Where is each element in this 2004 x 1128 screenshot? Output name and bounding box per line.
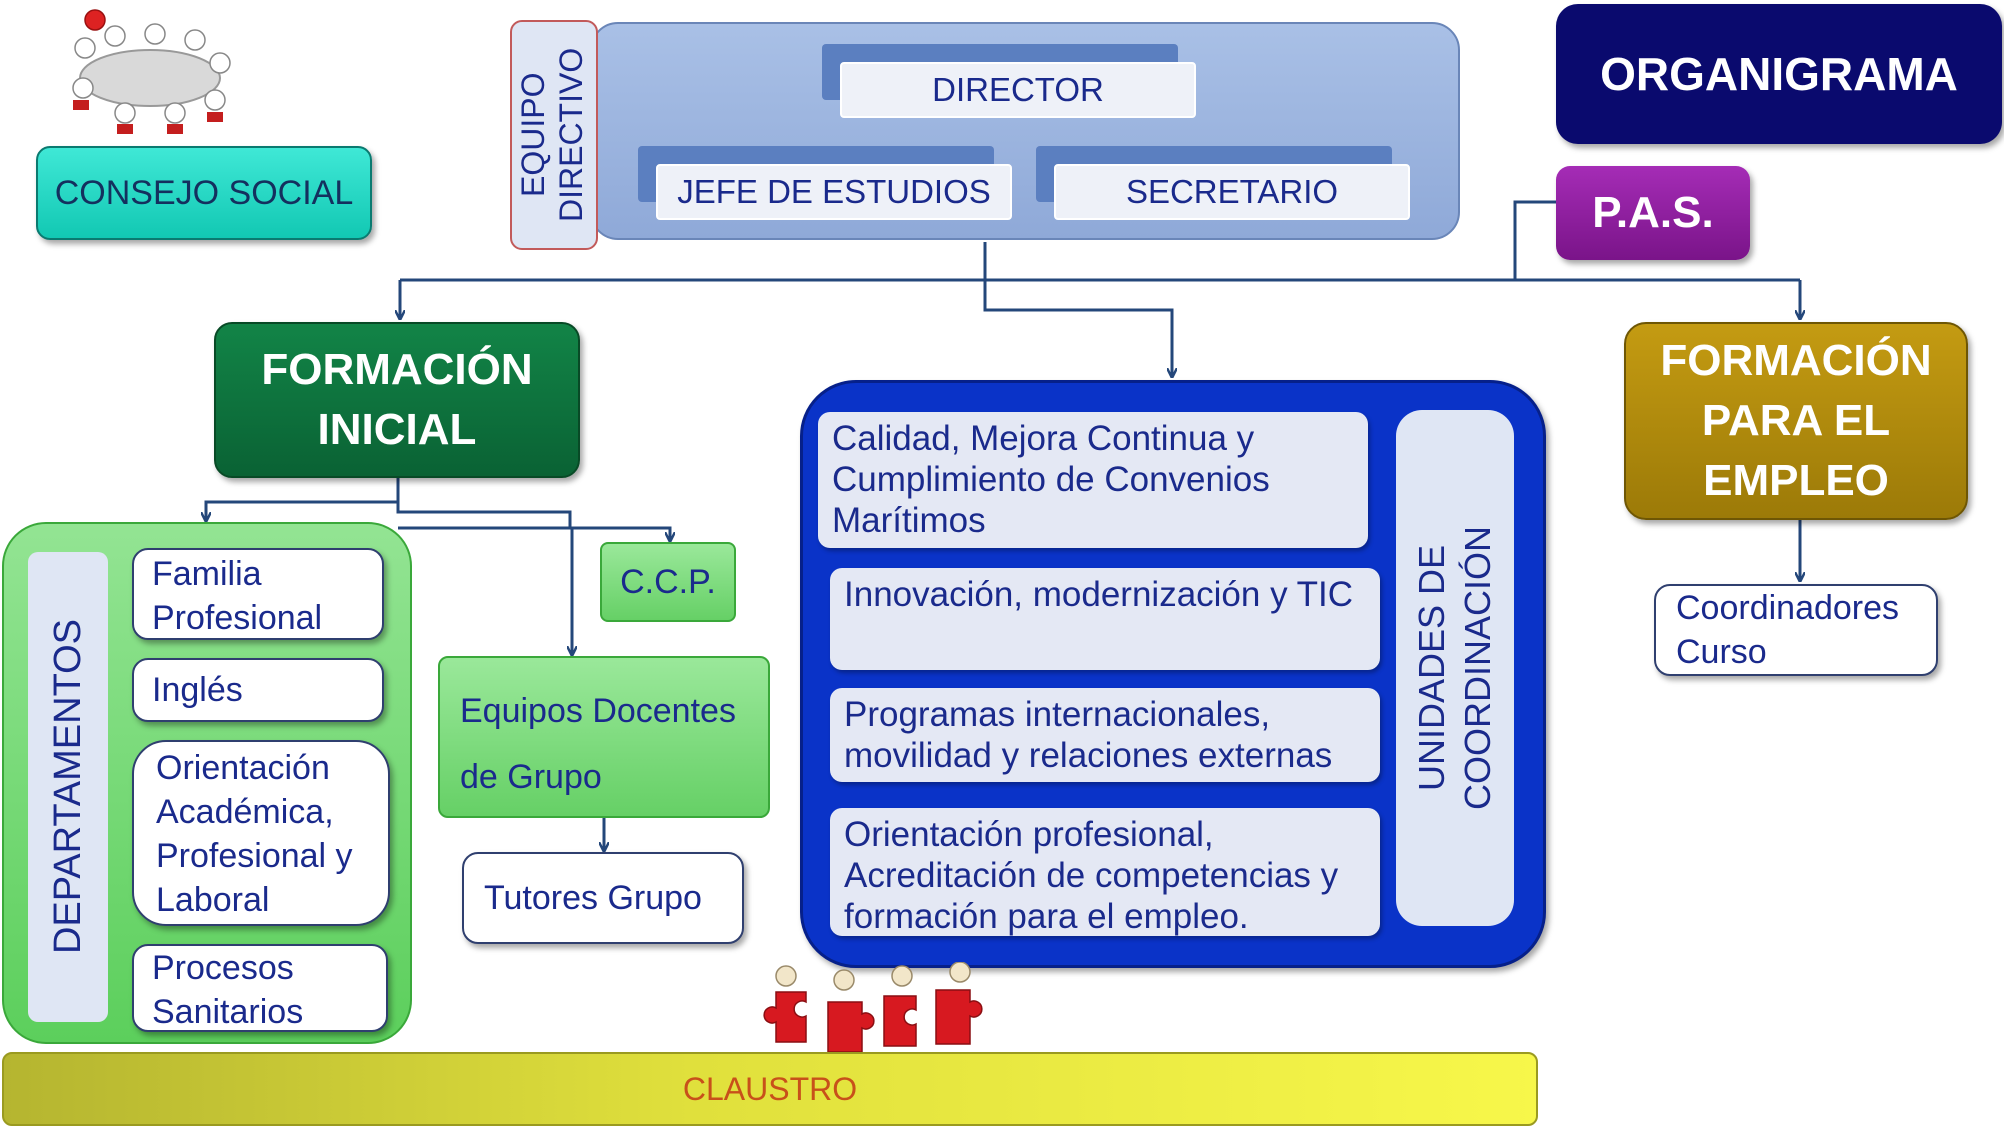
coordinadores-curso-box: Coordinadores Curso bbox=[1654, 584, 1938, 676]
organigrama-title-box: ORGANIGRAMA bbox=[1556, 4, 2002, 144]
departamento-familia-profesional: Familia Profesional bbox=[132, 548, 384, 640]
departamento-orientacion: Orientación Académica, Profesional y Lab… bbox=[132, 740, 390, 926]
page-title: ORGANIGRAMA bbox=[1600, 48, 1958, 100]
unidad-calidad: Calidad, Mejora Continua y Cumplimiento … bbox=[818, 412, 1368, 548]
tutores-grupo-box: Tutores Grupo bbox=[462, 852, 744, 944]
meeting-icon bbox=[55, 8, 245, 138]
ccp-box: C.C.P. bbox=[600, 542, 736, 622]
claustro-bar: CLAUSTRO bbox=[2, 1052, 1538, 1126]
director-box: DIRECTOR bbox=[840, 62, 1196, 118]
unidad-label: Orientación profesional, Acreditación de… bbox=[844, 815, 1339, 936]
departamento-procesos-sanitarios: Procesos Sanitarios bbox=[132, 944, 388, 1032]
departamentos-label: DEPARTAMENTOS bbox=[46, 619, 89, 955]
formacion-inicial-box: FORMACIÓN INICIAL bbox=[214, 322, 580, 478]
equipo-directivo-label: EQUIPO DIRECTIVO bbox=[515, 47, 589, 223]
claustro-label: CLAUSTRO bbox=[682, 1070, 858, 1107]
pas-label: P.A.S. bbox=[1592, 188, 1714, 237]
departamentos-label-box: DEPARTAMENTOS bbox=[28, 552, 108, 1022]
unidad-programas-internacionales: Programas internacionales, movilidad y r… bbox=[830, 688, 1380, 782]
unidad-label: Innovación, modernización y TIC bbox=[844, 575, 1354, 614]
departamento-label: Familia Profesional bbox=[152, 555, 323, 637]
ccp-label: C.C.P. bbox=[620, 562, 716, 601]
unidades-coordinacion-label: UNIDADES DE COORDINACIÓN bbox=[1411, 526, 1498, 811]
departamento-label: Orientación Académica, Profesional y Lab… bbox=[156, 749, 353, 919]
consejo-social-label: CONSEJO SOCIAL bbox=[54, 173, 354, 212]
departamento-label: Inglés bbox=[152, 671, 243, 709]
pas-box: P.A.S. bbox=[1556, 166, 1750, 260]
departamento-label: Procesos Sanitarios bbox=[152, 949, 304, 1031]
unidad-orientacion-profesional: Orientación profesional, Acreditación de… bbox=[830, 808, 1380, 936]
consejo-social-box: CONSEJO SOCIAL bbox=[36, 146, 372, 240]
departamento-ingles: Inglés bbox=[132, 658, 384, 722]
equipos-docentes-label: Equipos Docentes de Grupo bbox=[460, 692, 736, 796]
secretario-box: SECRETARIO bbox=[1054, 164, 1410, 220]
puzzle-people-icon bbox=[756, 961, 996, 1058]
coordinadores-curso-label: Coordinadores Curso bbox=[1676, 589, 1900, 671]
unidad-label: Calidad, Mejora Continua y Cumplimiento … bbox=[832, 419, 1270, 540]
secretario-label: SECRETARIO bbox=[1125, 173, 1339, 210]
formacion-empleo-title: FORMACIÓN PARA EL EMPLEO bbox=[1660, 336, 1932, 505]
unidades-coordinacion-label-box: UNIDADES DE COORDINACIÓN bbox=[1396, 410, 1514, 926]
jefe-estudios-box: JEFE DE ESTUDIOS bbox=[656, 164, 1012, 220]
equipos-docentes-box: Equipos Docentes de Grupo bbox=[438, 656, 770, 818]
unidad-innovacion: Innovación, modernización y TIC bbox=[830, 568, 1380, 670]
tutores-grupo-label: Tutores Grupo bbox=[484, 878, 702, 917]
formacion-empleo-box: FORMACIÓN PARA EL EMPLEO bbox=[1624, 322, 1968, 520]
director-label: DIRECTOR bbox=[932, 71, 1104, 108]
formacion-inicial-title: FORMACIÓN INICIAL bbox=[261, 345, 533, 454]
jefe-estudios-label: JEFE DE ESTUDIOS bbox=[677, 173, 991, 210]
unidad-label: Programas internacionales, movilidad y r… bbox=[844, 695, 1333, 775]
equipo-directivo-label-box: EQUIPO DIRECTIVO bbox=[510, 20, 598, 250]
